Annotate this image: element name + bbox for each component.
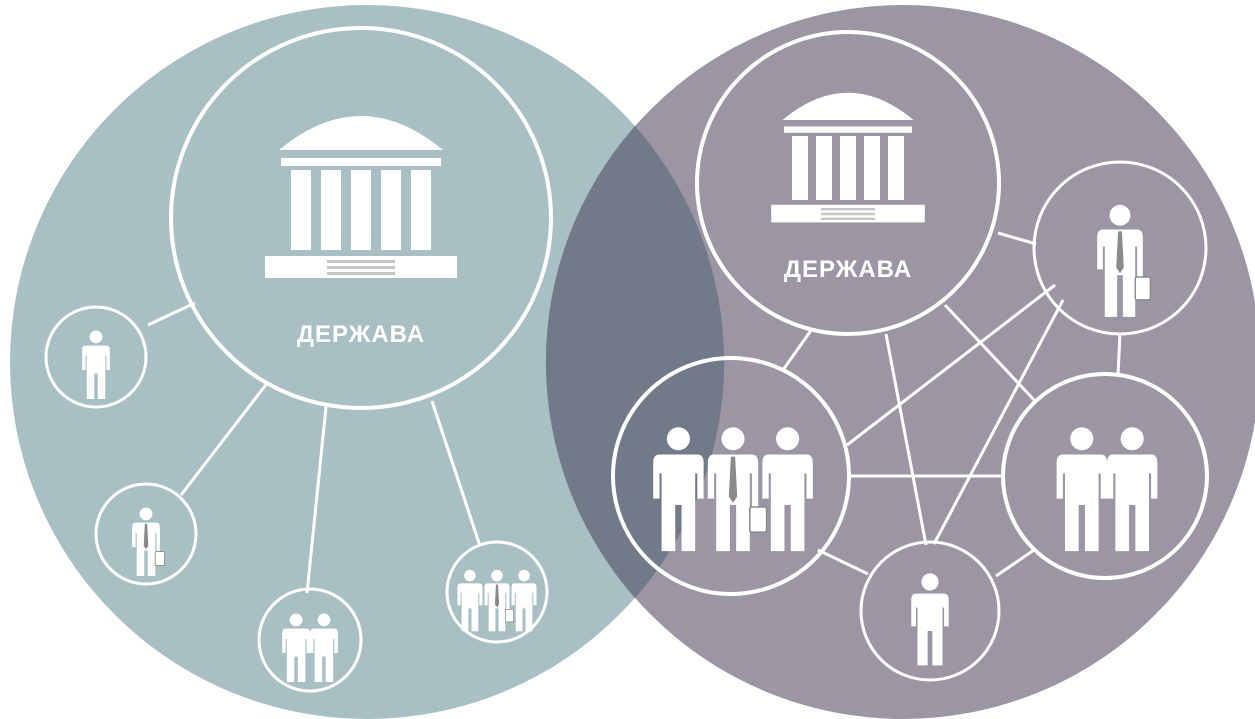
left-node-business[interactable] — [94, 482, 198, 586]
right-node-businessman[interactable] — [1032, 160, 1208, 336]
left-node-pair[interactable] — [257, 587, 363, 693]
left-node-citizen[interactable] — [44, 305, 148, 409]
right-node-pair[interactable] — [1001, 372, 1209, 580]
right-connectors — [781, 231, 1122, 578]
right-node-citizen[interactable] — [859, 540, 1001, 682]
left-node-group[interactable] — [445, 540, 549, 644]
left-domain-circle — [10, 5, 724, 719]
left-connectors — [147, 301, 482, 594]
left-state-label: ДЕРЖАВА — [297, 321, 425, 348]
right-state-node[interactable]: ДЕРЖАВА — [695, 30, 1001, 336]
left-state-node[interactable]: ДЕРЖАВА — [169, 26, 553, 410]
right-node-group[interactable] — [611, 356, 851, 596]
right-state-label: ДЕРЖАВА — [784, 256, 912, 283]
